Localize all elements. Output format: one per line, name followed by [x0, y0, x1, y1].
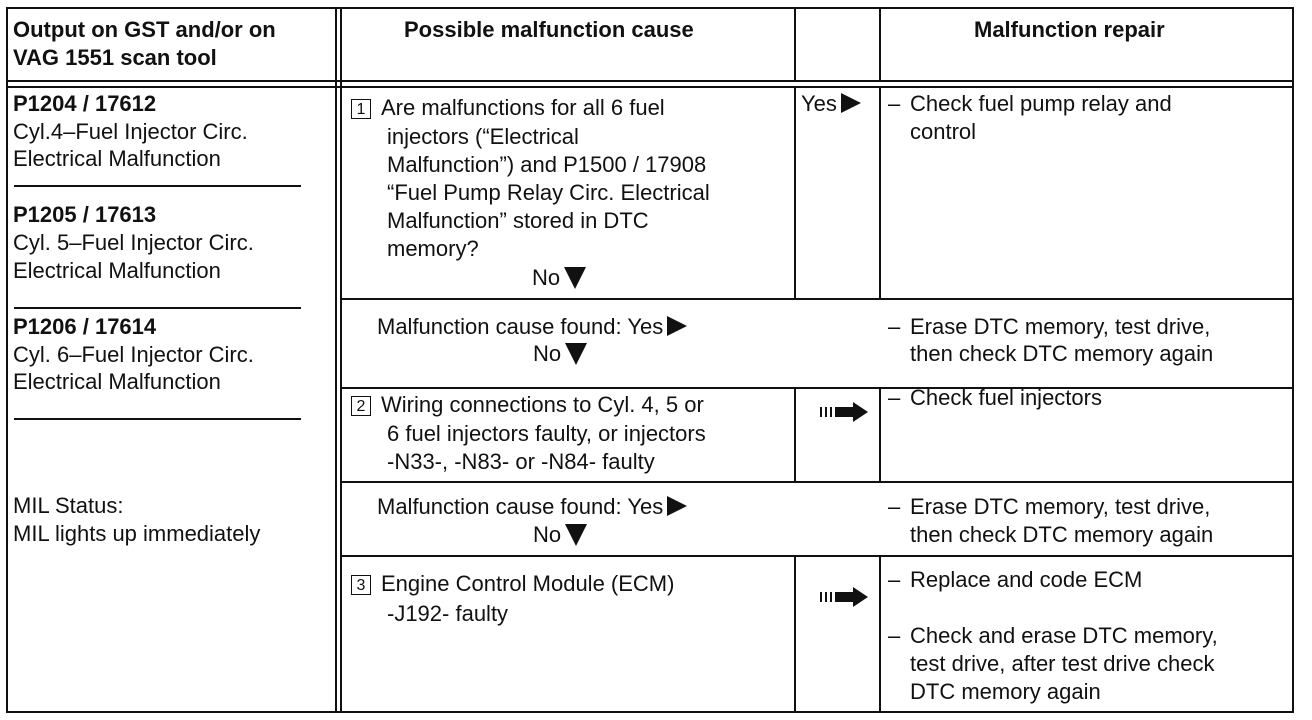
step-1-line-1: 1 Are malfunctions for all 6 fuel: [351, 94, 665, 122]
step-1-no: No: [532, 264, 587, 292]
table-border-right: [1292, 7, 1294, 713]
bold-right-arrow-icon: [820, 402, 868, 422]
found-1-repair-text-1: Erase DTC memory, test drive,: [910, 314, 1211, 339]
code-1-desc-1: Cyl.4–Fuel Injector Circ.: [13, 119, 248, 144]
step-1-yes-label: Yes: [801, 91, 837, 116]
step-1-line-5: Malfunction” stored in DTC: [387, 208, 649, 233]
table-border-left: [6, 7, 8, 713]
col-divider-2-r5: [794, 557, 796, 713]
code-2-desc-1: Cyl. 5–Fuel Injector Circ.: [13, 230, 254, 255]
step-2-text-1: Wiring connections to Cyl. 4, 5 or: [381, 392, 704, 417]
col-divider-2-r3: [794, 389, 796, 481]
step-3-text-1: Engine Control Module (ECM): [381, 571, 675, 596]
mil-status-label: MIL Status:: [13, 493, 124, 518]
step-2-line-1: 2 Wiring connections to Cyl. 4, 5 or: [351, 391, 704, 419]
bold-right-arrow-icon: [820, 587, 868, 607]
step-1-repair-line-2: control: [910, 119, 977, 144]
step-3-repair-line-1: –Replace and code ECM: [888, 566, 1142, 594]
col-divider-1: [335, 7, 337, 713]
triangle-right-icon: [840, 93, 861, 113]
found-2-repair-text-1: Erase DTC memory, test drive,: [910, 494, 1211, 519]
found-1-repair-line-1: –Erase DTC memory, test drive,: [888, 313, 1210, 341]
header-col1-line2: VAG 1551 scan tool: [13, 45, 217, 70]
row-divider-3: [340, 481, 1294, 483]
step-2-number: 2: [351, 396, 371, 416]
step-2-line-2: 6 fuel injectors faulty, or injectors: [387, 421, 706, 446]
step-2-line-3: -N33-, -N83- or -N84- faulty: [387, 449, 655, 474]
step-1-line-2: injectors (“Electrical: [387, 124, 579, 149]
triangle-down-icon: [564, 267, 587, 289]
row-divider-1: [340, 298, 1294, 300]
code-1: P1204 / 17612: [13, 91, 157, 116]
header-col3: Malfunction repair: [974, 17, 1165, 42]
found-1-no: No: [533, 340, 588, 368]
col-divider-1b: [340, 7, 342, 713]
code-2-desc-2: Electrical Malfunction: [13, 258, 221, 283]
step-3-line-1: 3 Engine Control Module (ECM): [351, 570, 674, 598]
col-divider-3-r3: [879, 389, 881, 481]
found-1-yes-text: Malfunction cause found: Yes: [377, 314, 664, 339]
code-1-desc-2: Electrical Malfunction: [13, 146, 221, 171]
step-2-repair-line-1: –Check fuel injectors: [888, 384, 1102, 412]
step-1-text-1: Are malfunctions for all 6 fuel: [381, 95, 665, 120]
dash: –: [888, 567, 901, 592]
found-2-yes-text: Malfunction cause found: Yes: [377, 494, 664, 519]
header-divider: [6, 80, 1294, 82]
header-col2: Possible malfunction cause: [404, 17, 694, 42]
left-divider-2: [14, 307, 301, 309]
triangle-down-icon: [565, 343, 588, 365]
step-1-number: 1: [351, 99, 371, 119]
dash: –: [888, 494, 901, 519]
step-3-repair2-text-1: Check and erase DTC memory,: [910, 623, 1218, 648]
step-1-line-6: memory?: [387, 236, 479, 261]
mil-status-value: MIL lights up immediately: [13, 521, 261, 546]
step-3-repair2-line-3: DTC memory again: [910, 679, 1101, 704]
step-1-yes: Yes: [801, 90, 861, 118]
table-border-bottom: [6, 711, 1294, 713]
found-2-repair-line-2: then check DTC memory again: [910, 522, 1214, 547]
step-3-repair2-line-1: –Check and erase DTC memory,: [888, 622, 1218, 650]
step-3-repair2-line-2: test drive, after test drive check: [910, 651, 1215, 676]
left-divider-1: [14, 185, 301, 187]
found-1-no-text: No: [533, 341, 562, 366]
step-1-line-3: Malfunction”) and P1500 / 17908: [387, 152, 707, 177]
triangle-right-icon: [667, 496, 688, 516]
col-divider-2: [794, 7, 796, 82]
dash: –: [888, 314, 901, 339]
col-divider-3-r5: [879, 557, 881, 713]
step-2-repair-text-1: Check fuel injectors: [910, 385, 1102, 410]
code-3-desc-2: Electrical Malfunction: [13, 369, 221, 394]
dash: –: [888, 385, 901, 410]
triangle-right-icon: [667, 316, 688, 336]
header-divider-2: [6, 86, 1294, 88]
found-2-yes: Malfunction cause found: Yes: [377, 493, 688, 521]
found-2-repair-line-1: –Erase DTC memory, test drive,: [888, 493, 1210, 521]
triangle-down-icon: [565, 524, 588, 546]
found-1-yes: Malfunction cause found: Yes: [377, 313, 688, 341]
col-divider-2-r1: [794, 86, 796, 298]
step-1-repair-text-1: Check fuel pump relay and: [910, 91, 1172, 116]
table-border-top: [6, 7, 1294, 9]
row-divider-4: [340, 555, 1294, 557]
step-3-number: 3: [351, 575, 371, 595]
step-1-repair-line-1: –Check fuel pump relay and: [888, 90, 1172, 118]
col-divider-3-r1: [879, 86, 881, 298]
step-3-repair-text-1: Replace and code ECM: [910, 567, 1143, 592]
dash: –: [888, 91, 901, 116]
code-2: P1205 / 17613: [13, 202, 157, 227]
col-divider-3: [879, 7, 881, 82]
row-divider-2: [340, 387, 1294, 389]
code-3: P1206 / 17614: [13, 314, 157, 339]
header-col1-line1: Output on GST and/or on: [13, 17, 276, 42]
found-2-no-text: No: [533, 522, 562, 547]
found-1-repair-line-2: then check DTC memory again: [910, 341, 1214, 366]
step-3-line-2: -J192- faulty: [387, 601, 509, 626]
step-1-no-label: No: [532, 265, 561, 290]
dash: –: [888, 623, 901, 648]
step-1-line-4: “Fuel Pump Relay Circ. Electrical: [387, 180, 710, 205]
found-2-no: No: [533, 521, 588, 549]
left-divider-3: [14, 418, 301, 420]
code-3-desc-1: Cyl. 6–Fuel Injector Circ.: [13, 342, 254, 367]
